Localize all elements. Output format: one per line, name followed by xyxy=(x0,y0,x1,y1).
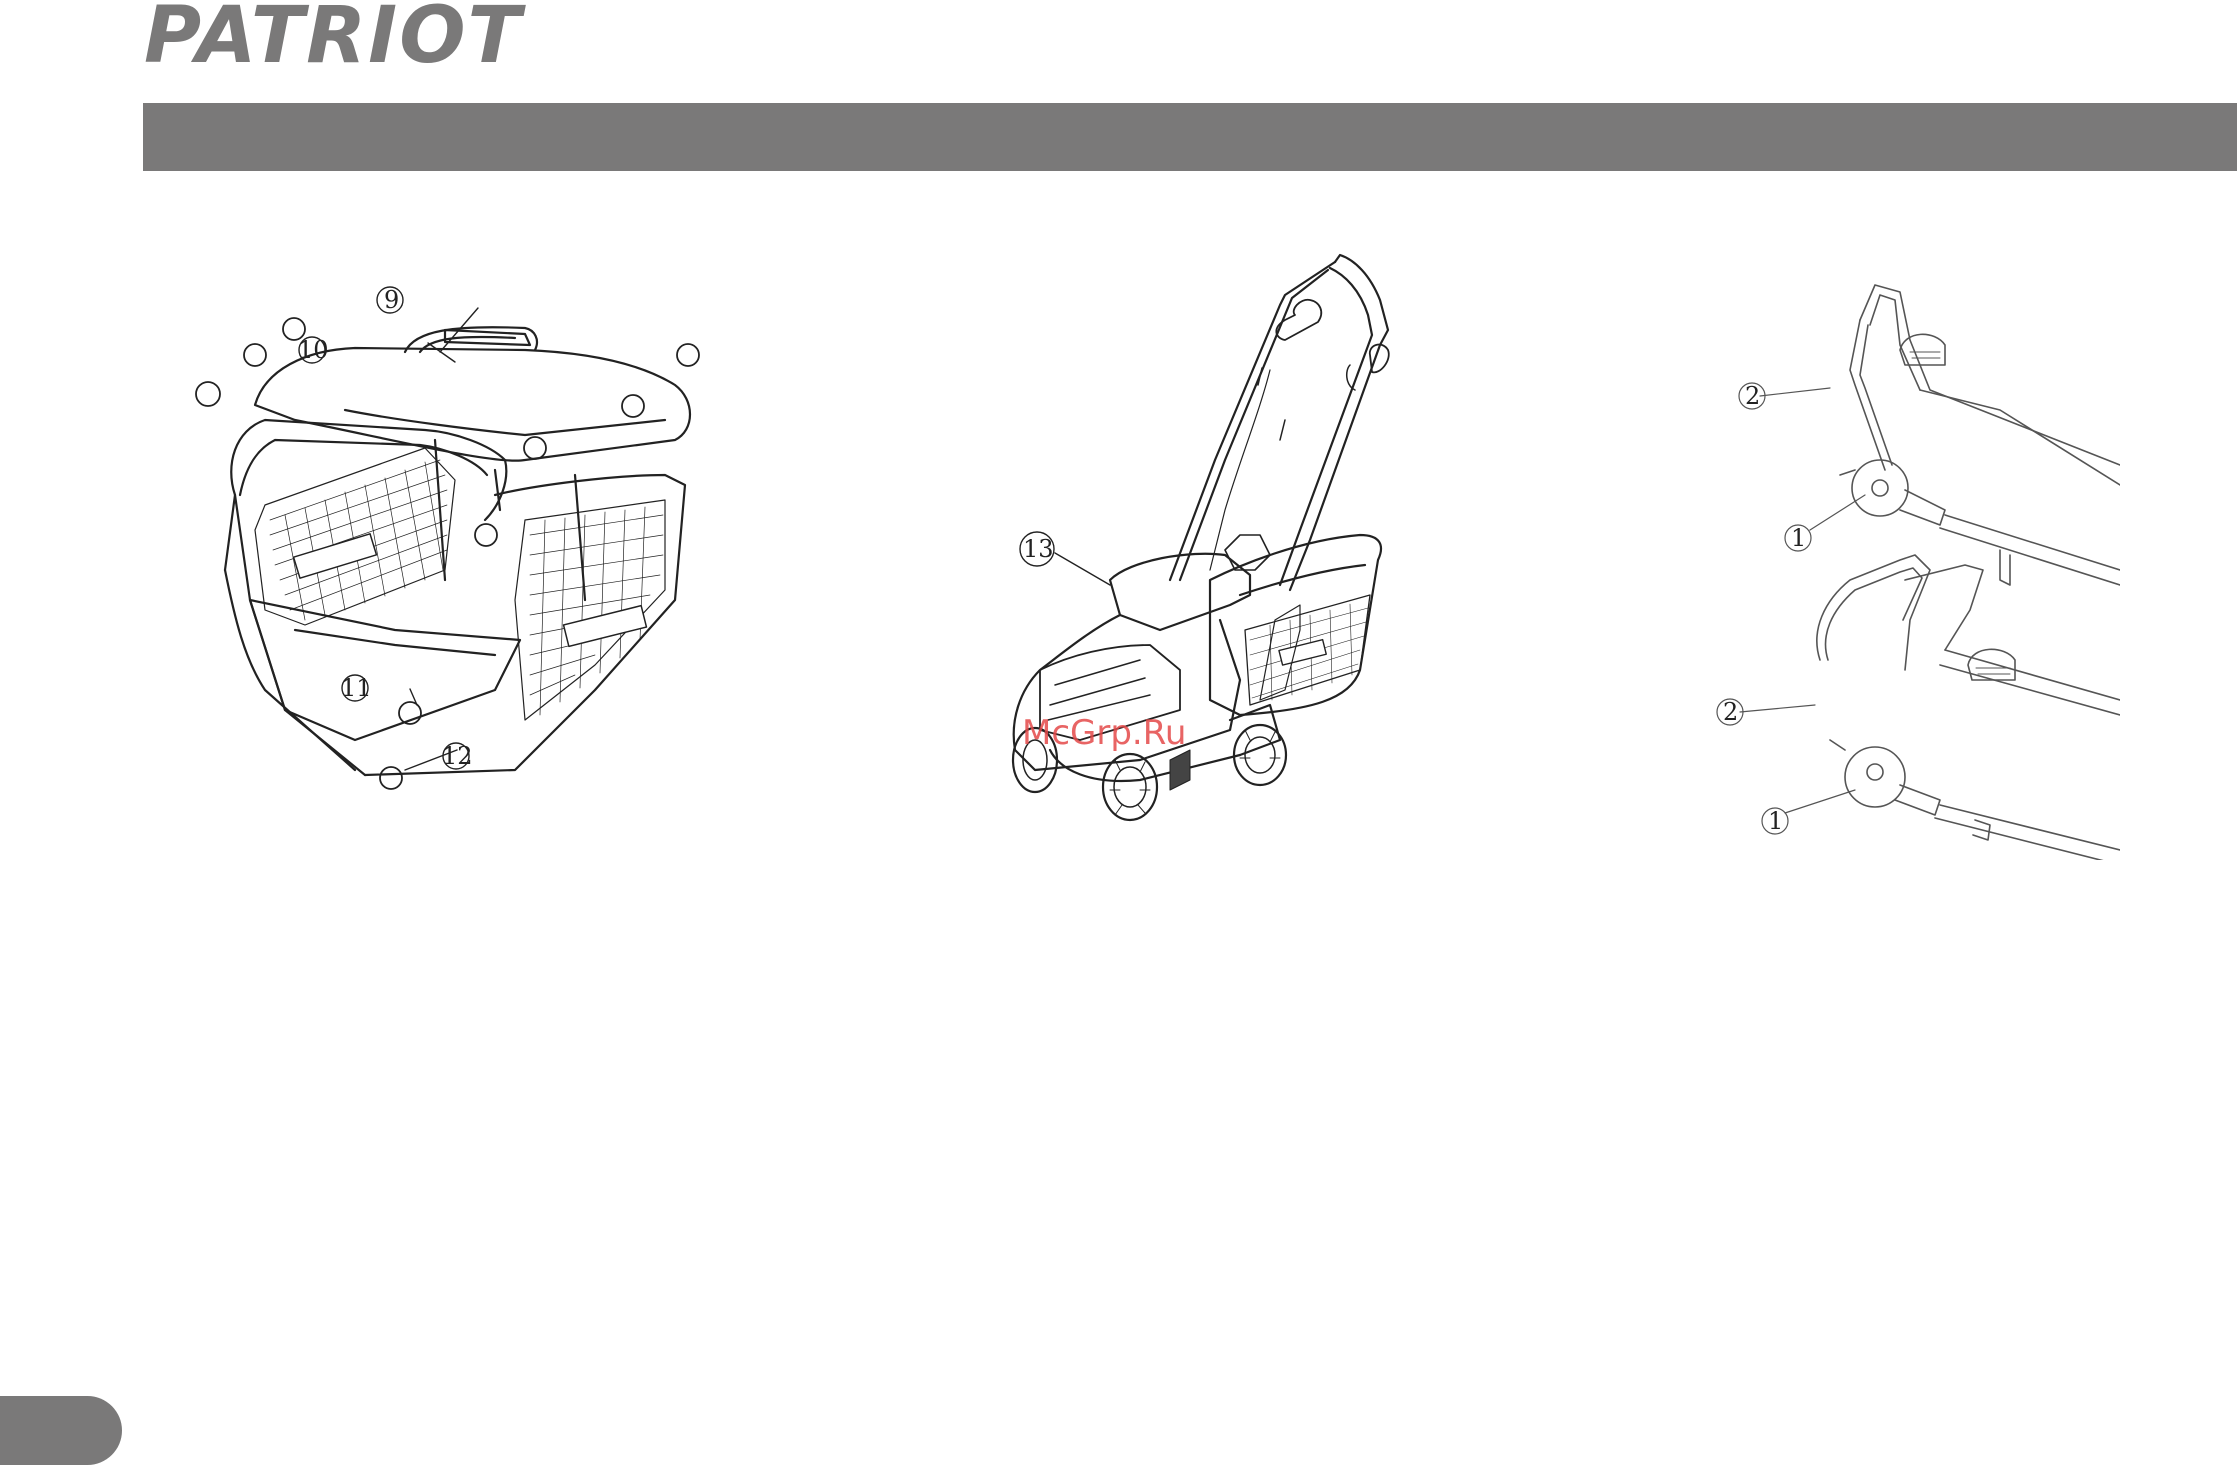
patriot-logo: PATRIOT xyxy=(140,0,650,72)
watermark-text: McGrp.Ru xyxy=(1022,713,1186,753)
brand-name: PATRIOT xyxy=(144,0,527,72)
handle-view-top: 2 1 xyxy=(1739,285,2120,585)
callout-top-2: 2 xyxy=(1745,382,1760,410)
handle-adjustment-figure: 2 1 2 1 xyxy=(1700,280,2120,860)
callout-12: 12 xyxy=(442,742,473,770)
section-header-bar xyxy=(143,103,2237,171)
callout-top-1: 1 xyxy=(1791,524,1806,552)
handle-view-bottom: 2 1 xyxy=(1717,555,2120,860)
grass-basket-figure: 9 10 11 12 xyxy=(195,270,715,810)
callout-13: 13 xyxy=(1023,535,1054,563)
callout-10: 10 xyxy=(298,336,329,364)
callout-bottom-1: 1 xyxy=(1768,807,1783,835)
callout-9: 9 xyxy=(384,286,399,314)
callout-11: 11 xyxy=(341,674,372,702)
callout-bottom-2: 2 xyxy=(1723,698,1738,726)
page-number-tab xyxy=(0,1396,122,1465)
